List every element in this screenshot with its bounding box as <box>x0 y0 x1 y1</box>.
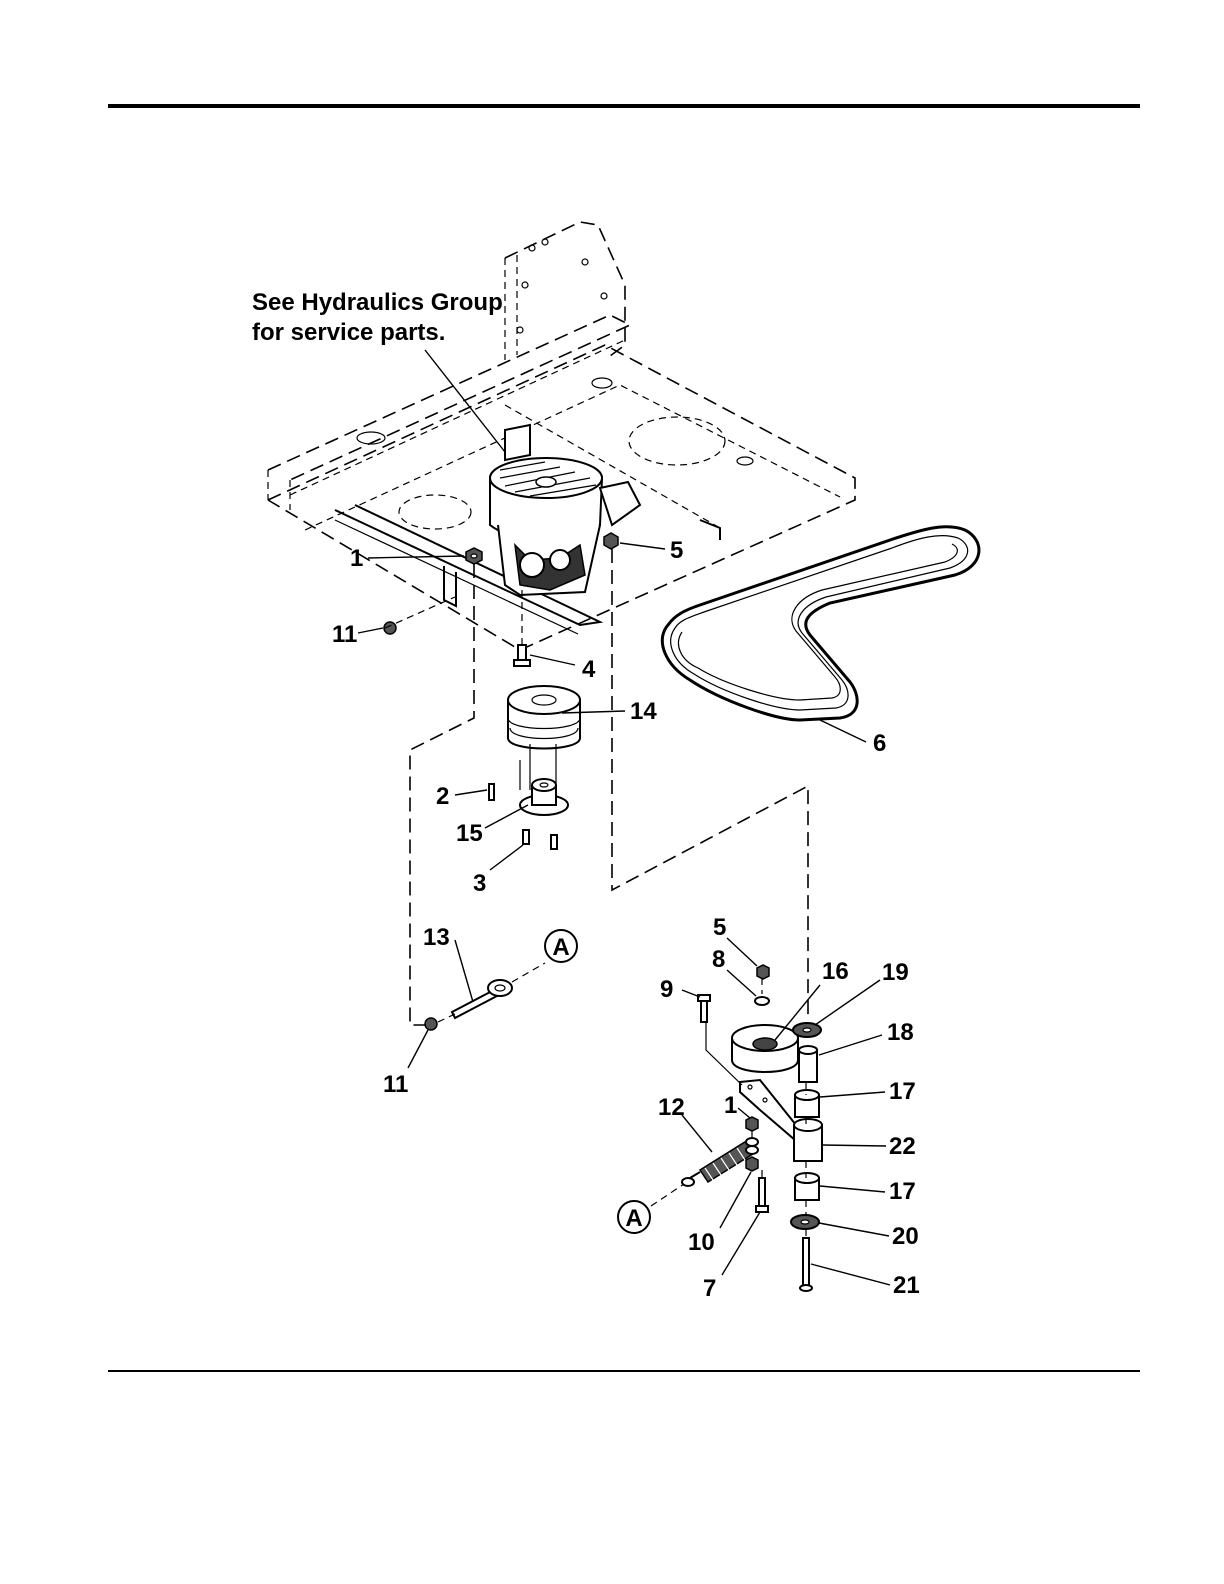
callout-11-bottom: 11 <box>383 1071 408 1098</box>
bolts-3 <box>523 830 557 849</box>
callout-5-top: 5 <box>670 537 683 564</box>
callout-12: 12 <box>658 1094 685 1121</box>
washer-20 <box>791 1215 819 1229</box>
nut-1-top <box>466 548 482 564</box>
idler-pulley-16 <box>732 1025 798 1072</box>
callout-19: 19 <box>882 959 909 986</box>
hydrostatic-pump <box>490 425 640 595</box>
nut-10 <box>746 1157 758 1171</box>
callout-3: 3 <box>473 870 486 897</box>
callout-17-bottom: 17 <box>889 1178 916 1205</box>
callout-21: 21 <box>893 1272 920 1299</box>
bushing-18 <box>799 1046 817 1082</box>
callout-5-bottom: 5 <box>713 914 726 941</box>
belt-6 <box>662 527 979 720</box>
callout-11-top: 11 <box>332 621 357 648</box>
callout-6: 6 <box>873 730 886 757</box>
callout-8: 8 <box>712 946 725 973</box>
callout-18: 18 <box>887 1019 914 1046</box>
callout-9: 9 <box>660 976 673 1003</box>
svg-text:A: A <box>625 1205 642 1232</box>
callout-22: 22 <box>889 1133 916 1160</box>
callout-1-top: 1 <box>350 545 363 572</box>
callout-a-bottom: A <box>618 1201 650 1233</box>
callout-1-bottom: 1 <box>724 1092 737 1119</box>
bushing-17-bottom <box>795 1173 819 1200</box>
callout-13: 13 <box>423 924 450 951</box>
washer-19 <box>793 1023 821 1037</box>
spring-12 <box>682 1140 756 1186</box>
callout-16: 16 <box>822 958 849 985</box>
callout-17-top: 17 <box>889 1078 916 1105</box>
washers-spacer <box>746 1138 758 1154</box>
nut-11-bottom <box>425 1018 437 1030</box>
nut-5-top <box>604 533 618 549</box>
pin-2 <box>489 784 494 800</box>
note-line-2: for service parts. <box>252 319 445 346</box>
nut-5-bottom <box>757 965 769 979</box>
hub-15 <box>520 779 568 815</box>
pulley-14 <box>508 686 580 790</box>
note-leader <box>425 350 505 452</box>
callout-14: 14 <box>630 698 657 725</box>
bushing-17-top <box>795 1090 819 1117</box>
pivot-tube-22 <box>794 1119 822 1161</box>
bolt-21 <box>800 1238 812 1291</box>
callout-2: 2 <box>436 783 449 810</box>
nut-1-bottom <box>746 1117 758 1131</box>
assembly-lines <box>385 549 808 1238</box>
washer-8 <box>755 997 769 1005</box>
svg-text:A: A <box>552 934 569 961</box>
eyebolt-13 <box>452 980 512 1018</box>
bolt-7 <box>756 1178 768 1212</box>
callout-a-top: A <box>545 930 577 962</box>
callout-10: 10 <box>688 1229 715 1256</box>
note-line-1: See Hydraulics Group <box>252 289 503 316</box>
callout-20: 20 <box>892 1223 919 1250</box>
callout-7: 7 <box>703 1275 716 1302</box>
bolt-9 <box>698 995 710 1022</box>
callout-4: 4 <box>582 656 596 683</box>
bolt-4 <box>514 645 530 666</box>
callout-15: 15 <box>456 820 483 847</box>
